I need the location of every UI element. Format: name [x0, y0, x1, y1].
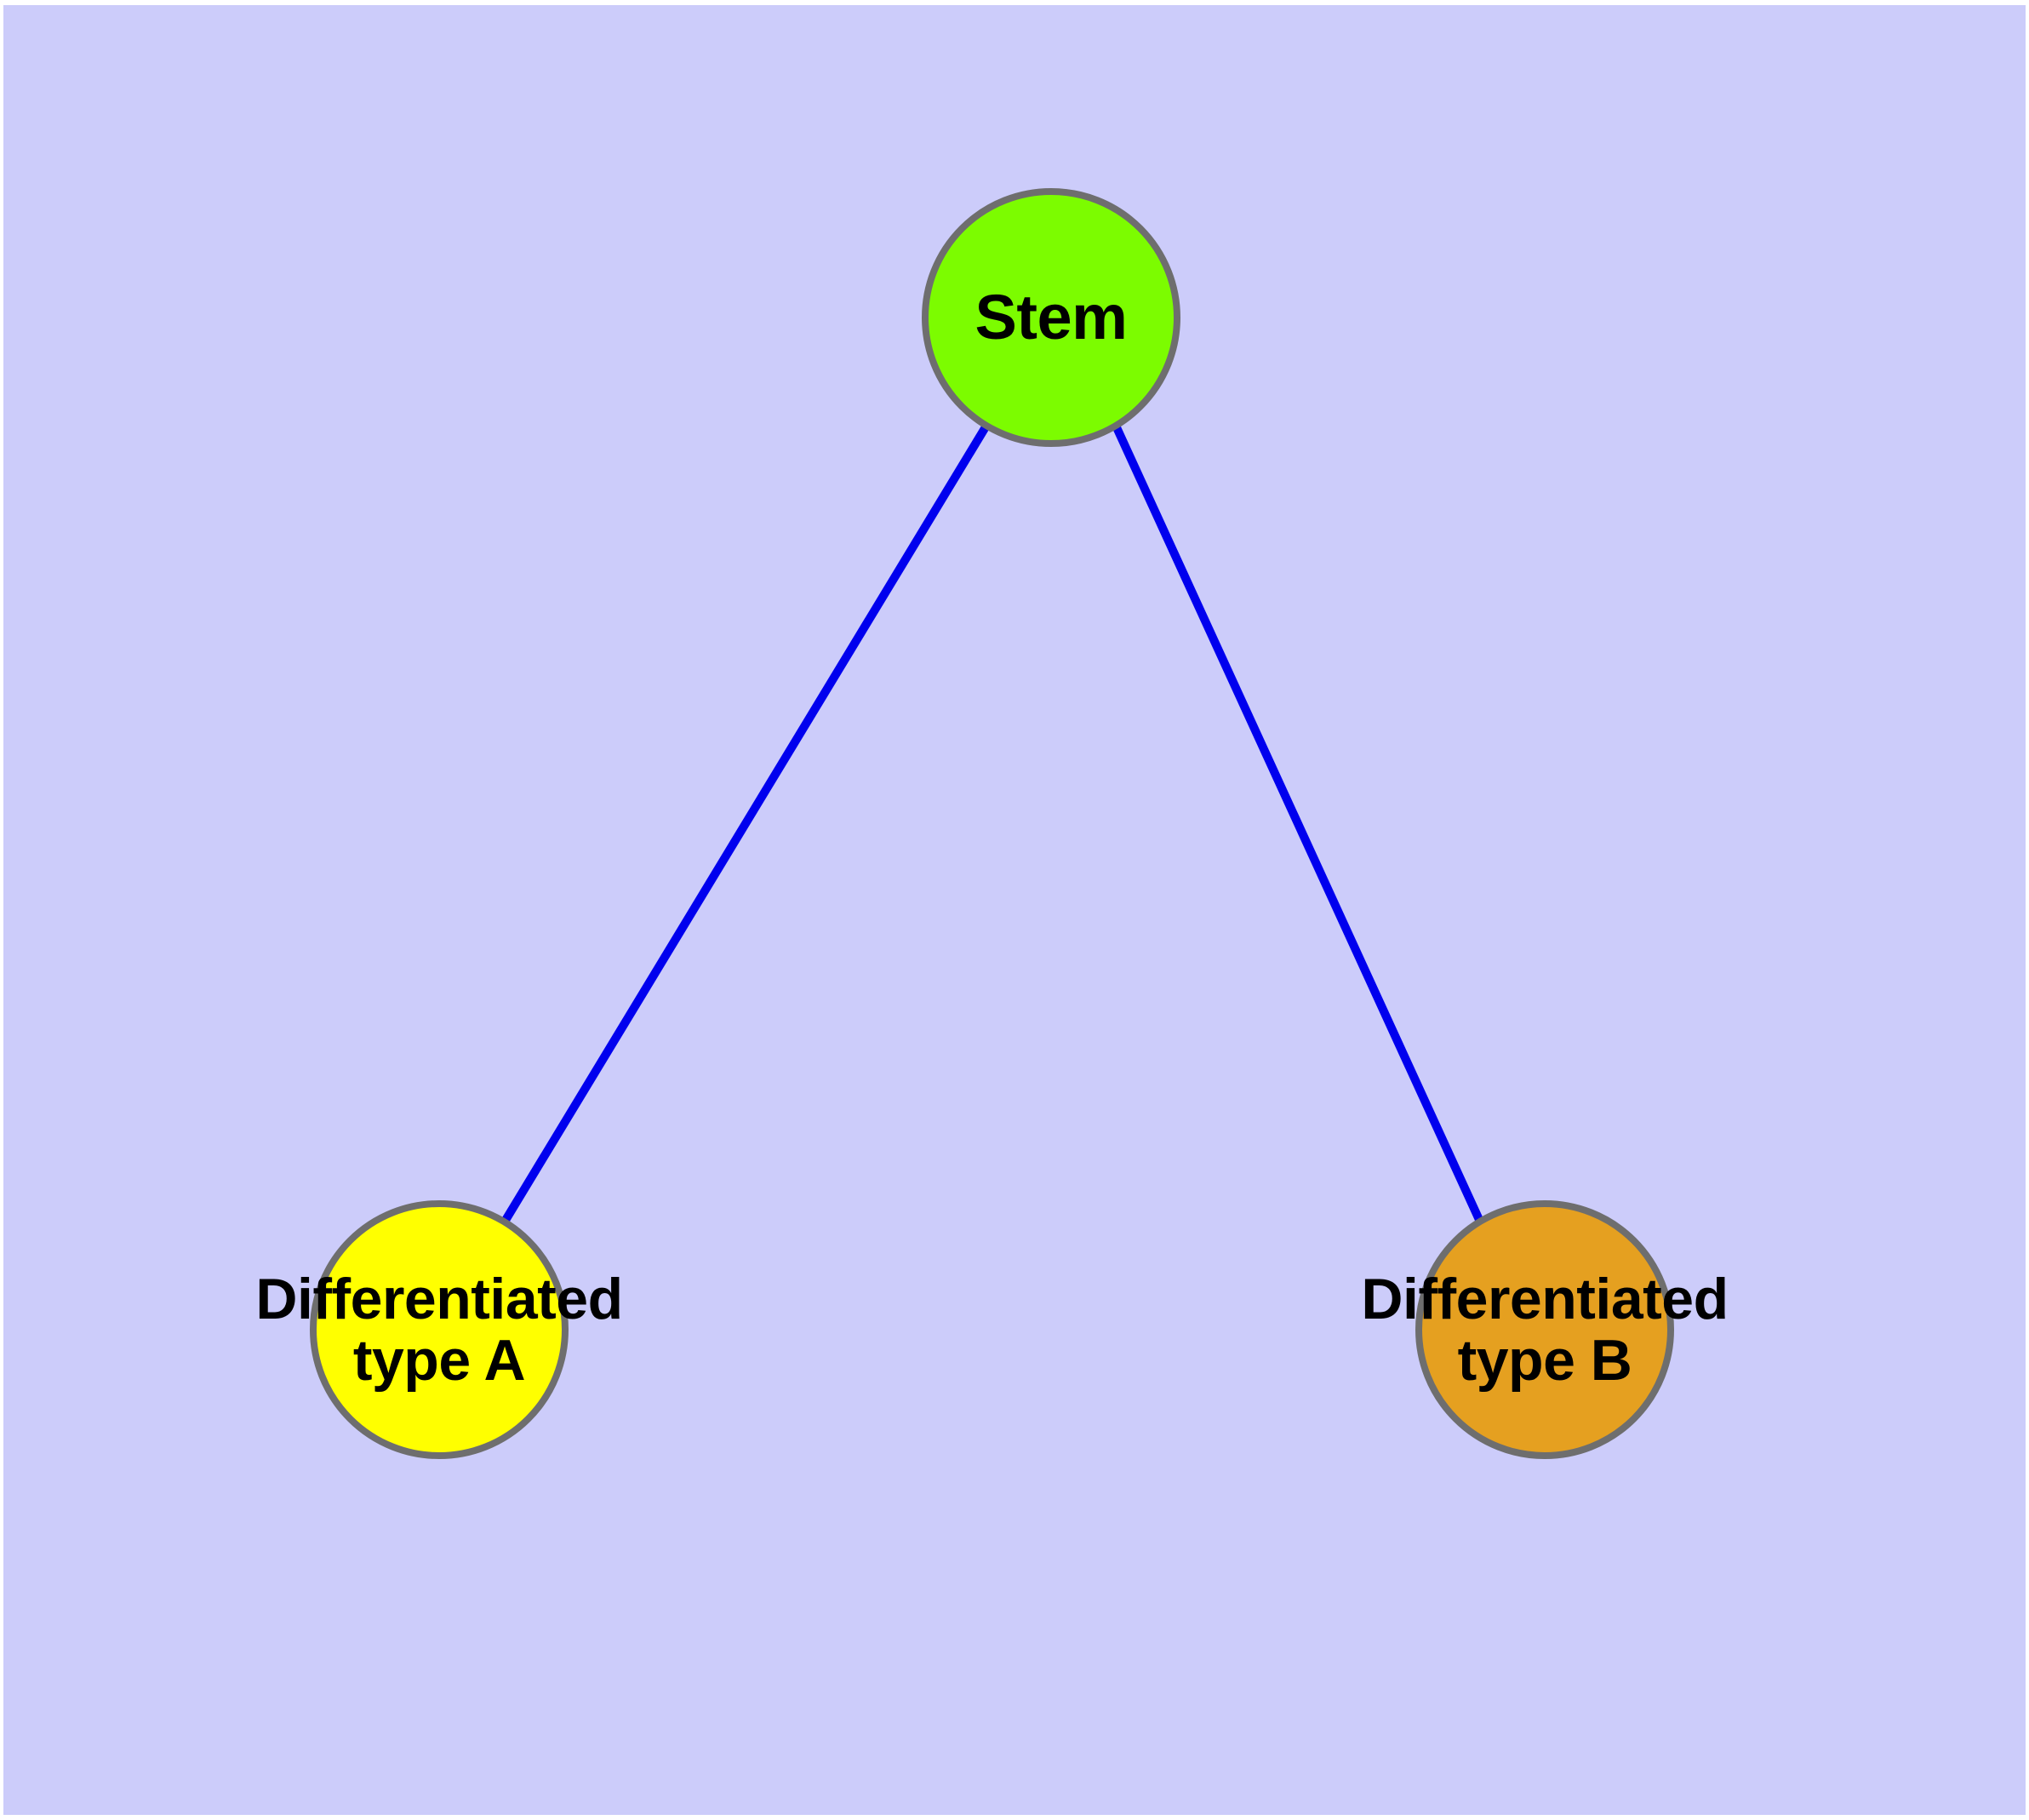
node-layer: [310, 188, 1674, 1459]
edge-layer: [500, 423, 1484, 1224]
node-differentiated-type-b[interactable]: [1415, 1200, 1674, 1459]
diagram-canvas: Stem Differentiated type A Differentiate…: [3, 5, 2026, 1815]
node-differentiated-type-a[interactable]: [310, 1200, 569, 1459]
edge-stem-to-diff-a[interactable]: [500, 423, 991, 1224]
edge-stem-to-diff-b[interactable]: [1112, 423, 1484, 1224]
graph-canvas: [310, 188, 1674, 1459]
node-stem[interactable]: [922, 188, 1180, 447]
